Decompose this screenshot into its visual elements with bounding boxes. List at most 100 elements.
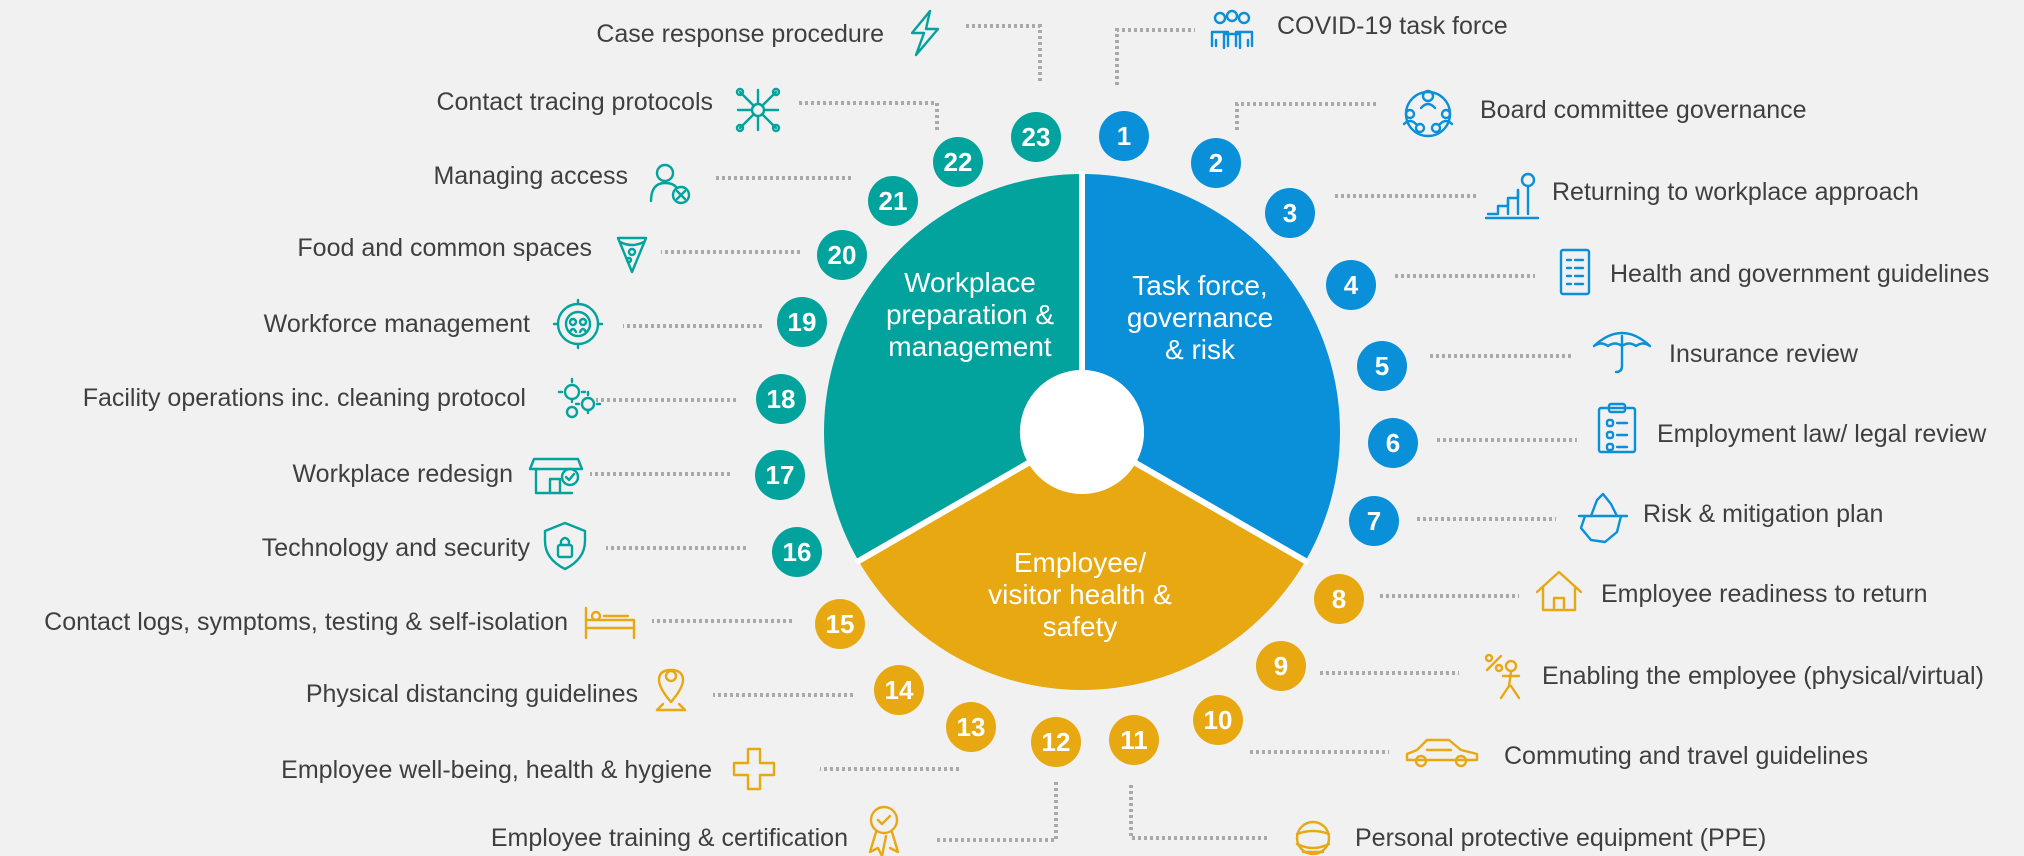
number-badge-text: 23: [1022, 122, 1051, 152]
number-badge-text: 10: [1204, 705, 1233, 735]
number-badge-text: 3: [1283, 198, 1297, 228]
pizza-icon: [616, 236, 648, 274]
number-badge-8: [1314, 574, 1364, 624]
item-label: Insurance review: [1669, 340, 1859, 368]
clipboard-icon: [1597, 402, 1637, 454]
connector-line: [1129, 785, 1268, 840]
number-badge-16: [772, 527, 822, 577]
number-badge-text: 6: [1386, 428, 1400, 458]
number-badge-6: [1368, 418, 1418, 468]
gears-icon: [557, 377, 602, 419]
item-label: Employee well-being, health & hygiene: [281, 756, 712, 784]
number-badge-text: 16: [783, 537, 812, 567]
number-badge-13: [946, 702, 996, 752]
connector-lines: [590, 24, 1577, 842]
person-percent-icon: [1484, 653, 1521, 700]
number-badge-12: [1031, 717, 1081, 767]
segment-label-line: Workplace: [904, 267, 1036, 298]
segment-label-line: Task force,: [1132, 270, 1267, 301]
network-icon: [735, 87, 781, 133]
segment-label-line: safety: [1043, 611, 1118, 642]
certificate-icon: [868, 805, 900, 856]
number-badge-23: [1011, 112, 1061, 162]
item-label: Physical distancing guidelines: [306, 680, 638, 708]
workforce-gear-icon: [552, 298, 604, 350]
number-badge-19: [777, 297, 827, 347]
number-badge-text: 8: [1332, 584, 1346, 614]
number-badge-text: 11: [1120, 725, 1148, 755]
number-badge-text: 7: [1367, 506, 1381, 536]
number-badge-22: [933, 137, 983, 187]
connector-line: [798, 101, 939, 130]
number-badge-7: [1349, 496, 1399, 546]
item-label: Enabling the employee (physical/virtual): [1542, 662, 1984, 690]
number-badge-20: [817, 230, 867, 280]
number-badge-1: [1099, 111, 1149, 161]
number-badge-15: [815, 599, 865, 649]
item-label: Contact tracing protocols: [436, 88, 713, 116]
item-label: Workplace redesign: [293, 460, 513, 488]
home-icon: [1535, 570, 1583, 612]
item-label: Technology and security: [262, 534, 531, 562]
team-icon: [1210, 9, 1254, 50]
item-label: Employment law/ legal review: [1657, 420, 1987, 448]
item-label: Facility operations inc. cleaning protoc…: [83, 384, 526, 412]
car-icon: [1405, 738, 1479, 768]
item-label: Managing access: [433, 162, 628, 190]
item-icons: [528, 9, 1652, 856]
cross-icon: [732, 747, 776, 791]
number-badge-18: [756, 374, 806, 424]
number-badge-text: 13: [957, 712, 986, 742]
location-person-icon: [655, 668, 687, 712]
user-x-icon: [649, 163, 691, 205]
number-badge-text: 22: [944, 147, 973, 177]
item-label: Health and government guidelines: [1610, 260, 1989, 288]
number-badge-text: 5: [1375, 351, 1389, 381]
number-badge-text: 1: [1117, 121, 1131, 151]
umbrella-icon: [1592, 331, 1652, 374]
number-badge-text: 19: [788, 307, 817, 337]
segment-divider: [1132, 459, 1310, 566]
number-badge-4: [1326, 260, 1376, 310]
store-icon: [528, 457, 584, 495]
segment-label-line: governance: [1127, 302, 1273, 333]
number-badge-text: 20: [828, 240, 857, 270]
number-badge-text: 18: [767, 384, 796, 414]
stairs-icon: [1484, 172, 1540, 220]
number-badge-text: 17: [766, 460, 795, 490]
number-badge-text: 14: [885, 675, 914, 705]
segment-label-line: & risk: [1165, 334, 1236, 365]
item-label: Board committee governance: [1480, 96, 1807, 124]
connector-line: [1235, 102, 1378, 130]
item-label: Case response procedure: [596, 20, 884, 48]
connector-line: [964, 24, 1042, 81]
segment-gold: [858, 463, 1306, 691]
number-badge-11: [1109, 715, 1159, 765]
document-icon: [1559, 248, 1591, 296]
connector-line: [1115, 28, 1195, 85]
segment-label-line: preparation &: [886, 299, 1054, 330]
item-label: Food and common spaces: [297, 234, 592, 262]
segment-blue: [1082, 174, 1340, 561]
iceberg-icon: [1577, 492, 1629, 544]
segment-teal: [823, 174, 1082, 561]
segment-label-blue: Task force,governance& risk: [1127, 270, 1273, 365]
item-label: Personal protective equipment (PPE): [1355, 824, 1766, 852]
board-icon: [1402, 89, 1454, 138]
lightning-icon: [910, 9, 940, 57]
item-label: COVID-19 task force: [1277, 12, 1508, 40]
number-badge-2: [1191, 138, 1241, 188]
number-badge-text: 9: [1274, 651, 1288, 681]
item-label: Commuting and travel guidelines: [1504, 742, 1868, 770]
number-badge-text: 12: [1042, 727, 1071, 757]
segment-label-line: Employee/: [1014, 547, 1147, 578]
number-badge-21: [868, 176, 918, 226]
number-badge-text: 15: [826, 609, 855, 639]
segment-label-line: visitor health &: [988, 579, 1172, 610]
number-badge-9: [1256, 641, 1306, 691]
number-badge-14: [874, 665, 924, 715]
number-badge-5: [1357, 341, 1407, 391]
